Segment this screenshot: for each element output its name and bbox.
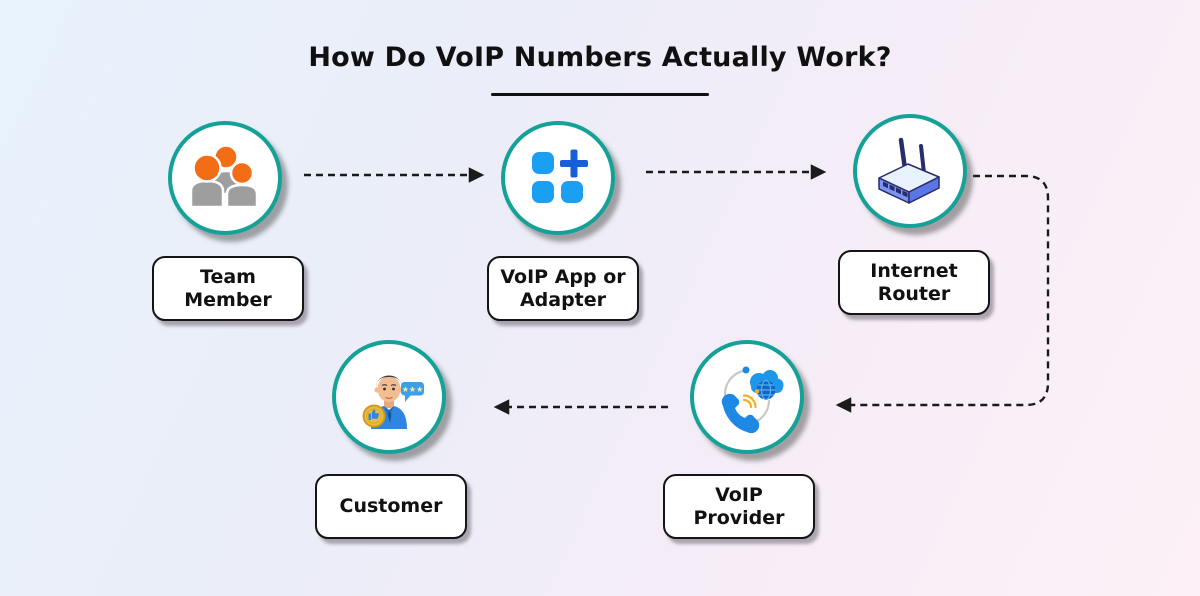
team-icon bbox=[189, 144, 259, 209]
node-team-member bbox=[168, 121, 282, 235]
router-icon bbox=[878, 137, 940, 204]
label-customer: Customer bbox=[315, 474, 467, 539]
app-grid-plus-icon bbox=[532, 149, 588, 203]
rating-stars: ★★★ bbox=[402, 385, 424, 394]
label-voip-provider: VoIP Provider bbox=[663, 474, 815, 539]
voip-cloud-phone-icon bbox=[721, 366, 784, 434]
node-voip-app bbox=[501, 121, 615, 235]
label-team-member: Team Member bbox=[152, 256, 304, 321]
node-internet-router bbox=[853, 114, 967, 228]
page-title: How Do VoIP Numbers Actually Work? bbox=[308, 42, 892, 73]
title-underline bbox=[491, 93, 709, 96]
customer-avatar-icon: ★★★ bbox=[362, 375, 424, 429]
label-voip-app: VoIP App or Adapter bbox=[487, 256, 639, 321]
node-customer: ★★★ bbox=[332, 340, 446, 454]
label-internet-router: Internet Router bbox=[838, 250, 990, 315]
node-voip-provider bbox=[690, 340, 804, 454]
